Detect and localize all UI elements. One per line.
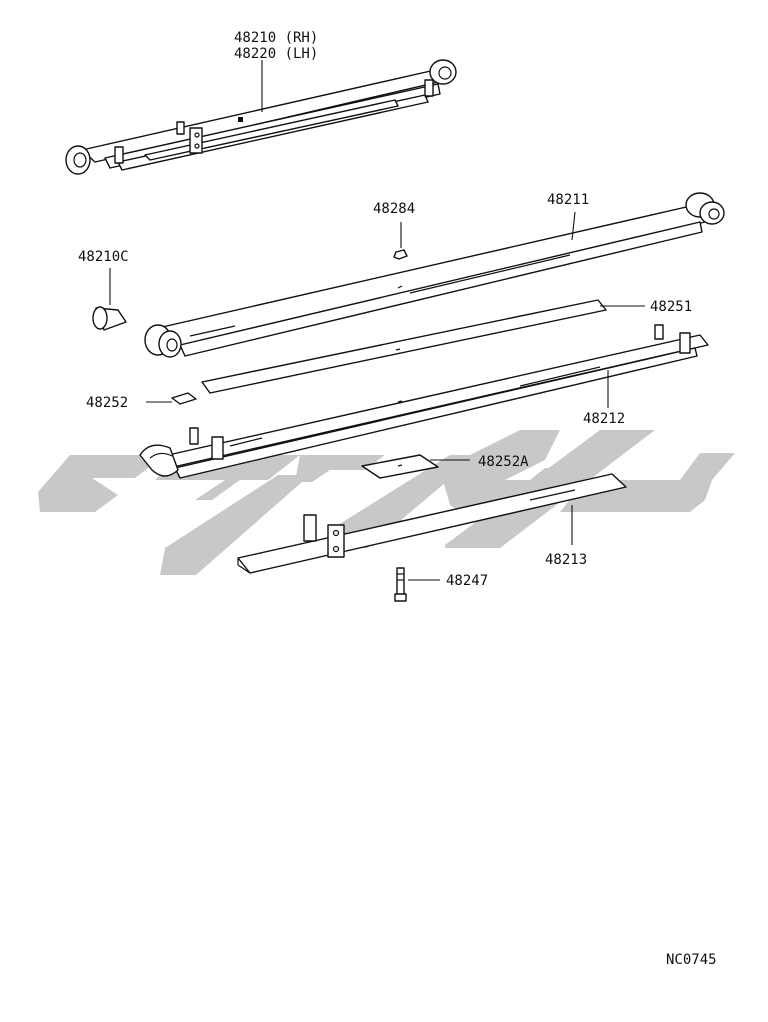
third-leaf-48213 <box>237 473 627 574</box>
nut-48284 <box>393 222 408 260</box>
bolt-48247 <box>394 567 440 602</box>
label-48252: 48252 <box>86 395 128 411</box>
label-48210C: 48210C <box>78 249 129 265</box>
diagram-code: NC0745 <box>666 952 717 968</box>
label-48212: 48212 <box>583 411 625 427</box>
pad-48252 <box>146 392 197 405</box>
pad-48252A <box>361 454 470 479</box>
label-48284: 48284 <box>373 201 415 217</box>
watermark-logo <box>38 430 735 575</box>
label-48210-rh: 48210 (RH) <box>234 30 318 46</box>
label-48247: 48247 <box>446 573 488 589</box>
second-leaf-48212 <box>139 324 709 479</box>
label-48220-lh: 48220 (LH) <box>234 46 318 62</box>
label-48252A: 48252A <box>478 454 529 470</box>
label-48211: 48211 <box>547 192 589 208</box>
main-leaf-48211 <box>144 192 725 358</box>
bushing-48210C <box>92 268 127 331</box>
liner-48251 <box>201 299 645 394</box>
label-48213: 48213 <box>545 552 587 568</box>
label-48251: 48251 <box>650 299 692 315</box>
spring-assembly-48210 <box>65 59 457 175</box>
